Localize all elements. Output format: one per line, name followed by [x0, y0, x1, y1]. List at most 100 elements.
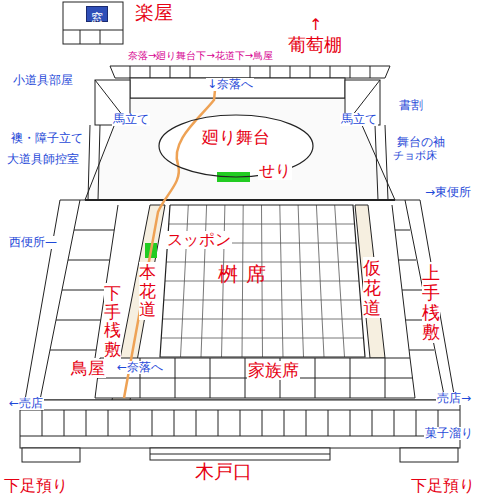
grid-beam: [130, 66, 131, 78]
front-facade: [108, 410, 109, 436]
area-label: 鳥屋: [70, 359, 106, 378]
route-note: 奈落→廻り舞台下→花道下→鳥屋: [127, 50, 274, 61]
seat-label: 家族席: [247, 361, 300, 380]
area-label: 葡萄棚: [287, 35, 343, 55]
dressing-room-building: [63, 2, 123, 44]
node-text: 窓: [91, 12, 103, 25]
front-facade: [20, 400, 460, 462]
front-facade: [152, 410, 153, 436]
stage-part-label: スッポン: [166, 231, 232, 249]
side-gallery: [68, 260, 110, 261]
auditorium-floor: [25, 200, 455, 400]
front-facade: [64, 410, 65, 436]
node-text: 桝席: [218, 263, 274, 285]
side-gallery: [399, 260, 417, 261]
stage-part-label: せり: [258, 162, 292, 180]
side-gallery: [62, 290, 105, 291]
front-facade: [20, 400, 460, 448]
entrance-label: 木戸口: [194, 461, 253, 482]
gallery-label: 下手桟敷: [104, 283, 121, 360]
direction-note: ←奈落へ: [116, 361, 164, 374]
grid-beam: [110, 66, 390, 78]
direction-note: ←売店: [8, 397, 44, 410]
walkway-label: 本花道: [139, 262, 156, 320]
seat-grid-region: 桝席: [160, 205, 365, 357]
masu-seat-grid: [161, 338, 363, 339]
arrow-mark: ↑: [308, 16, 323, 34]
area-label: 下足預り: [410, 477, 476, 495]
family-seats: [95, 358, 415, 398]
front-facade: [218, 410, 219, 436]
gallery-label: 上手桟敷: [422, 262, 440, 343]
grid-beam: [330, 66, 331, 78]
grid-beam: [170, 66, 171, 78]
side-gallery: [50, 350, 96, 351]
area-label: 菓子溜り: [424, 427, 474, 440]
dressing-room-building: [100, 30, 101, 44]
family-seats: [175, 358, 176, 398]
grid-beam: [190, 66, 191, 78]
side-gallery: [40, 200, 445, 400]
direction-note: →東便所: [424, 186, 472, 199]
dressing-room-building: [63, 30, 123, 31]
window-box: 窓: [86, 6, 108, 22]
direction-note: ↓奈落へ: [206, 78, 254, 91]
node-text: 廻り舞台: [202, 128, 270, 147]
front-facade: [42, 410, 43, 436]
room-label: 楽屋: [134, 2, 174, 23]
area-label: 馬立て: [340, 113, 378, 126]
area-label: 襖・障子立て: [10, 132, 84, 145]
front-facade: [372, 410, 373, 436]
grid-beam: [350, 66, 351, 78]
stage-floor: [85, 199, 395, 201]
stage-floor: [85, 78, 395, 200]
side-gallery: [402, 290, 422, 291]
seat-grid-outline: [160, 205, 365, 357]
stage-floor: [385, 125, 388, 200]
auditorium-floor: [25, 200, 455, 400]
front-facade: [262, 410, 263, 436]
front-facade: [350, 410, 351, 436]
front-facade: [400, 448, 458, 462]
stage-floor: [88, 125, 90, 200]
family-seats: [315, 358, 316, 398]
front-facade: [174, 410, 175, 436]
front-facade: [240, 410, 241, 436]
side-gallery: [74, 230, 114, 231]
family-seats: [385, 358, 386, 398]
area-label: 書割: [398, 99, 424, 112]
masu-seat-grid: [161, 205, 363, 357]
area-label: 下足預り: [3, 477, 69, 495]
walkway-label: 仮花道: [363, 257, 381, 318]
grid-beam: [370, 66, 371, 78]
family-seats: [210, 358, 211, 398]
turntable-ground: [159, 115, 313, 182]
front-facade: [306, 410, 307, 436]
grid-beam: [270, 66, 271, 78]
front-facade: [22, 448, 80, 462]
direction-note: 西便所—: [8, 236, 58, 249]
grid-beam: [150, 66, 151, 78]
stage-floor: [130, 78, 345, 98]
masu-seat-grid: [164, 300, 361, 301]
area-label: 舞台の袖: [396, 136, 446, 149]
family-seats: [245, 358, 246, 398]
family-seats: [95, 358, 415, 398]
grid-beam: [290, 66, 291, 78]
side-gallery: [56, 320, 101, 321]
area-label: チョボ床: [392, 150, 438, 162]
room-label: 大道具師控室: [6, 153, 80, 166]
grid-beam: [250, 66, 251, 78]
front-facade: [416, 410, 417, 436]
area-label: 馬立て: [112, 113, 150, 126]
front-facade: [150, 448, 330, 460]
dressing-room-building: [63, 2, 123, 44]
grid-beam: [110, 66, 390, 78]
room-label: 小道具部屋: [12, 74, 74, 87]
front-facade: [394, 410, 395, 436]
grid-beam: [310, 66, 311, 78]
dressing-room-building: [80, 30, 81, 44]
front-facade: [86, 410, 87, 436]
front-facade: [284, 410, 285, 436]
